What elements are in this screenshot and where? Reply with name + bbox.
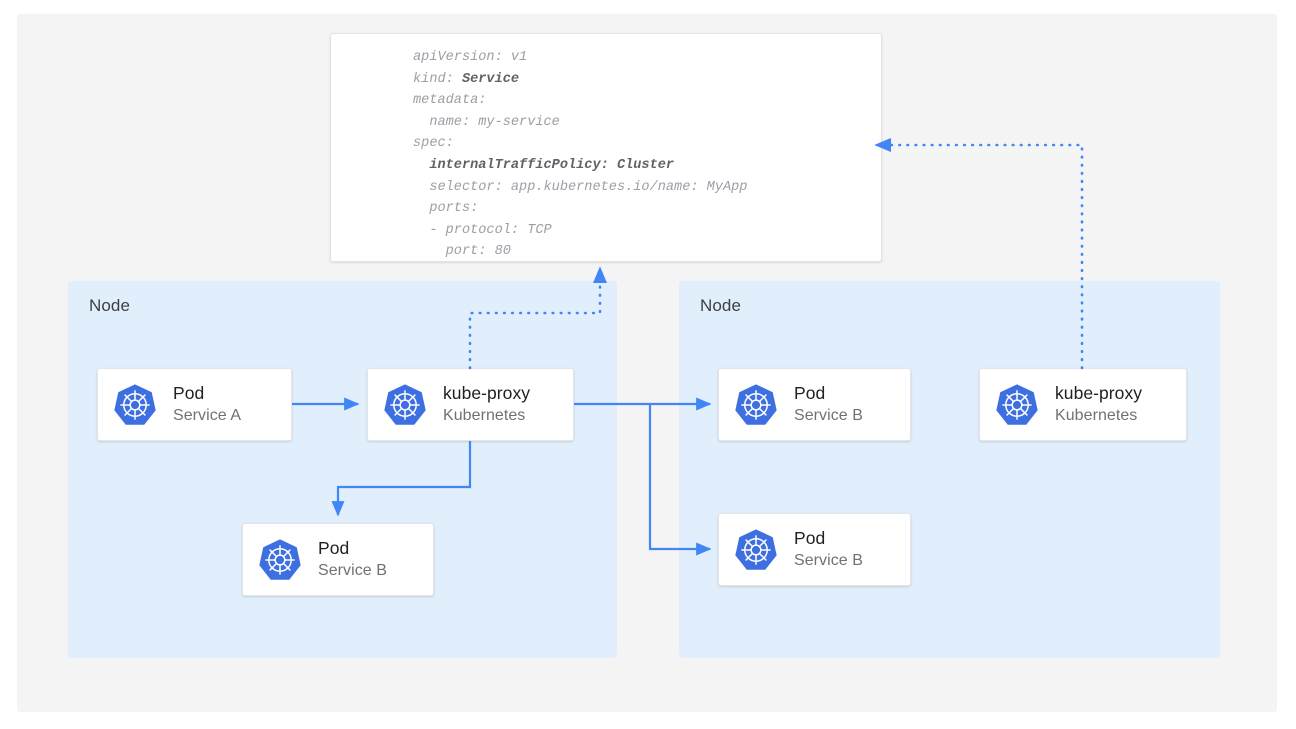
node-label-left: Node — [89, 296, 131, 315]
node-panel-right: Node — [679, 281, 1220, 658]
card-title: Pod — [794, 383, 826, 404]
card-subtitle: Kubernetes — [1055, 406, 1138, 424]
card-title: kube-proxy — [1055, 383, 1143, 404]
card-kube-proxy-right[interactable]: kube-proxy Kubernetes — [979, 368, 1187, 441]
node-label-right: Node — [700, 296, 742, 315]
card-text: Pod Service B — [318, 539, 387, 580]
service-manifest-code: apiVersion: v1 kind: Service metadata: n… — [413, 50, 748, 260]
card-subtitle: Service B — [318, 561, 387, 579]
diagram-canvas: Node Node apiVersion: v1 kind: Service m… — [17, 14, 1277, 712]
card-title: Pod — [173, 383, 205, 404]
service-manifest-box: apiVersion: v1 kind: Service metadata: n… — [330, 33, 882, 262]
card-pod-service-a[interactable]: Pod Service A — [97, 368, 292, 441]
card-subtitle: Service A — [173, 406, 242, 424]
kubernetes-icon — [735, 528, 777, 570]
card-title: kube-proxy — [443, 383, 531, 404]
card-title: Pod — [318, 538, 350, 559]
node-panel-left: Node — [68, 281, 617, 658]
kubernetes-icon — [735, 383, 777, 425]
kubernetes-icon — [384, 383, 426, 425]
card-text: kube-proxy Kubernetes — [443, 384, 530, 425]
card-subtitle: Service B — [794, 551, 863, 569]
card-pod-service-b-left[interactable]: Pod Service B — [242, 523, 434, 596]
card-text: Pod Service B — [794, 529, 863, 570]
card-pod-service-b-bottom[interactable]: Pod Service B — [718, 513, 911, 586]
card-subtitle: Kubernetes — [443, 406, 526, 424]
card-kube-proxy-left[interactable]: kube-proxy Kubernetes — [367, 368, 574, 441]
card-subtitle: Service B — [794, 406, 863, 424]
card-pod-service-b-top[interactable]: Pod Service B — [718, 368, 911, 441]
kubernetes-icon — [996, 383, 1038, 425]
card-text: Pod Service B — [794, 384, 863, 425]
card-text: Pod Service A — [173, 384, 241, 425]
card-text: kube-proxy Kubernetes — [1055, 384, 1142, 425]
kubernetes-icon — [114, 383, 156, 425]
card-title: Pod — [794, 528, 826, 549]
kubernetes-icon — [259, 538, 301, 580]
